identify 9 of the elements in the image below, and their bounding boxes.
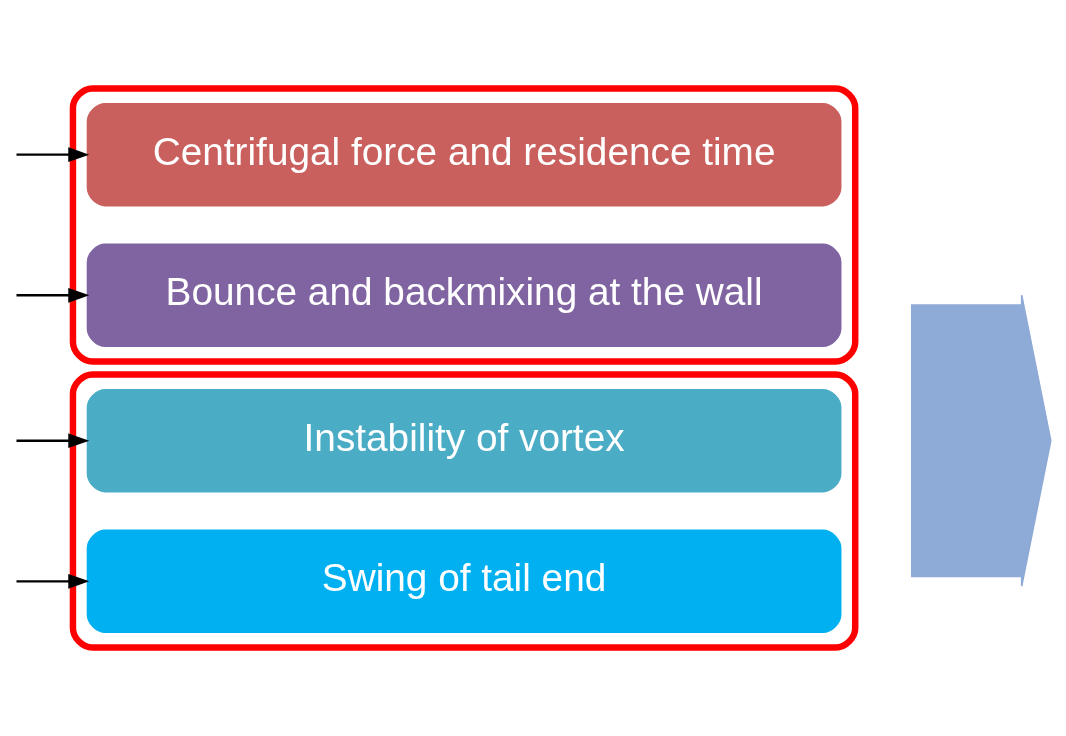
arrow — [16, 147, 90, 163]
node-box: Centrifugal force and residence time — [85, 101, 844, 208]
node-box: Bounce and backmixing at the wall — [85, 241, 844, 349]
arrow — [16, 573, 90, 589]
arrow — [16, 287, 90, 303]
node-box: Instability of vortex — [85, 387, 844, 495]
arrow — [16, 433, 90, 449]
node-box: Swing of tail end — [85, 528, 844, 635]
node-arrow — [910, 294, 1052, 587]
